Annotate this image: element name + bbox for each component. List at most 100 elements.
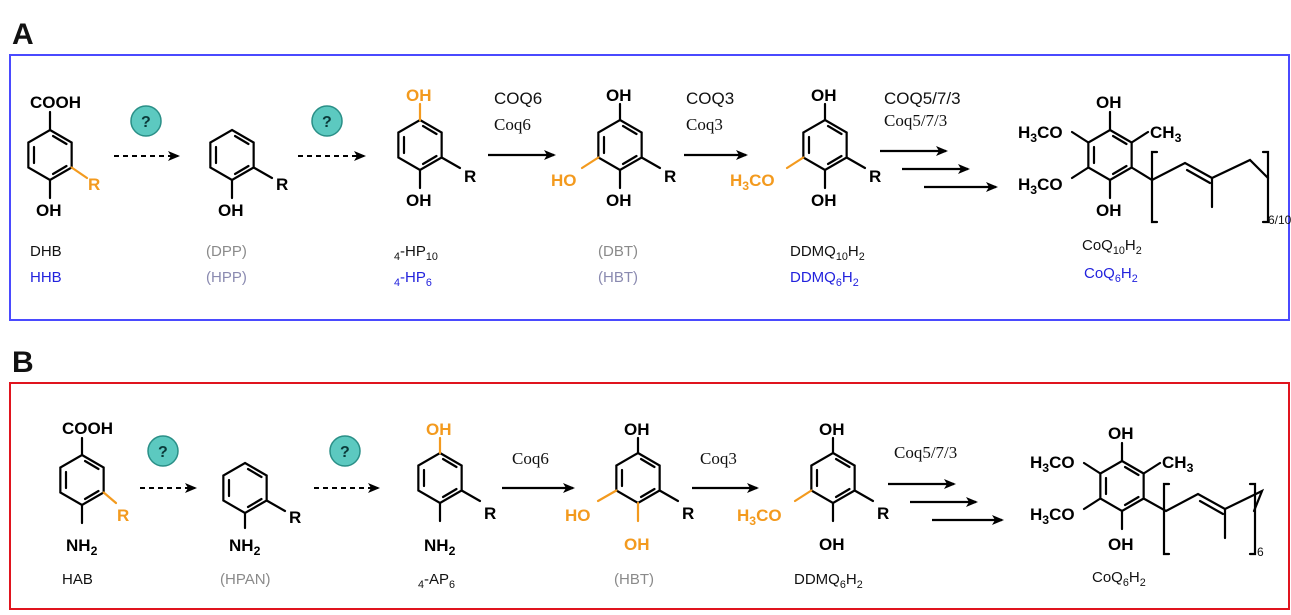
ho-group: HO (565, 506, 591, 525)
oh-group: OH (819, 535, 845, 554)
isoprene-count: 6 (1257, 545, 1264, 559)
ch3-group: CH3 (1150, 123, 1182, 145)
cooh-group: COOH (30, 93, 81, 112)
oh-group: OH (1096, 93, 1122, 112)
step-coq6: Coq6 (502, 449, 575, 493)
enzyme-label-yeast: Coq5/7/3 (884, 111, 947, 130)
r-group: R (276, 175, 288, 194)
oh-group: OH (1108, 424, 1134, 443)
oh-group: OH (218, 201, 244, 220)
h3co-group: H3CO (1030, 505, 1075, 527)
h3co-group: H3CO (737, 506, 782, 528)
compound-4hp: OH R OH 4-HP10 4-HP6 (394, 86, 476, 289)
unknown-step-2: ? (314, 435, 380, 493)
nh2-group: NH2 (66, 536, 98, 558)
label-hpp: (HPP) (206, 269, 247, 286)
oh-group: OH (624, 535, 650, 554)
nh2-group: NH2 (229, 536, 261, 558)
cooh-group: COOH (62, 419, 113, 438)
step-coq573: Coq5/7/3 (888, 443, 1004, 525)
question-icon (329, 435, 361, 467)
panel-a: A COOH R OH DHB HHB ? R OH (DPP) (9, 18, 1291, 321)
label-coq6h2: CoQ6H2 (1084, 265, 1138, 285)
enzyme-label-yeast: Coq3 (686, 115, 723, 134)
compound-hpan: R NH2 (HPAN) (220, 461, 301, 588)
isoprene-count: 6/10 (1268, 213, 1291, 227)
oh-group: OH (606, 191, 632, 210)
enzyme-label-yeast: Coq6 (494, 115, 531, 134)
label-ddmq6h2: DDMQ6H2 (790, 269, 859, 289)
question-mark: ? (340, 444, 350, 461)
oh-group: OH (406, 191, 432, 210)
oh-group: OH (36, 201, 62, 220)
question-mark: ? (141, 114, 151, 131)
enzyme-label: Coq6 (512, 449, 549, 468)
r-group: R (117, 506, 129, 525)
label-hab: HAB (62, 571, 93, 588)
unknown-step-1: ? (114, 105, 180, 161)
panel-b: B COOH R NH2 HAB ? R NH2 (HPAN) (9, 346, 1290, 610)
label-coq6h2: CoQ6H2 (1092, 569, 1146, 589)
label-dbt: (DBT) (598, 243, 638, 260)
oh-group: OH (426, 420, 452, 439)
h3co-group: H3CO (730, 171, 775, 193)
enzyme-label-human: COQ6 (494, 89, 542, 108)
question-icon (311, 105, 343, 137)
panel-b-border (9, 382, 1290, 610)
r-group: R (682, 504, 694, 523)
panel-a-letter: A (12, 18, 34, 51)
compound-hab: COOH R NH2 HAB (59, 419, 129, 588)
label-4hp10: 4-HP10 (394, 243, 438, 263)
oh-group: OH (624, 420, 650, 439)
enzyme-label-human: COQ3 (686, 89, 734, 108)
oh-group: OH (819, 420, 845, 439)
r-group: R (664, 167, 676, 186)
compound-ddmq: OH H3CO R OH DDMQ6H2 (737, 420, 889, 591)
compound-4ap: OH R NH2 4-AP6 (417, 420, 496, 591)
label-4hp6: 4-HP6 (394, 269, 432, 289)
enzyme-label: Coq3 (700, 449, 737, 468)
oh-group: OH (811, 86, 837, 105)
step-coq573: COQ5/7/3 Coq5/7/3 (880, 89, 998, 192)
enzyme-label-human: COQ5/7/3 (884, 89, 961, 108)
label-coq10h2: CoQ10H2 (1082, 237, 1142, 257)
label-4ap6: 4-AP6 (418, 571, 455, 591)
step-coq6: COQ6 Coq6 (488, 89, 556, 160)
oh-group: OH (406, 86, 432, 105)
oh-group: OH (1108, 535, 1134, 554)
unknown-step-2: ? (298, 105, 366, 161)
question-icon (147, 435, 179, 467)
step-coq3: Coq3 (692, 449, 759, 493)
question-mark: ? (322, 114, 332, 131)
compound-dbt: OH HO R OH (DBT) (HBT) (551, 86, 676, 286)
h3co-group: H3CO (1018, 175, 1063, 197)
oh-group: OH (1096, 201, 1122, 220)
oh-group: OH (811, 191, 837, 210)
compound-dpp: R OH (DPP) (HPP) (206, 128, 288, 286)
r-group: R (877, 504, 889, 523)
label-hbt: (HBT) (614, 571, 654, 588)
unknown-step-1: ? (140, 435, 197, 493)
r-group: R (289, 508, 301, 527)
r-group: R (464, 167, 476, 186)
label-dpp: (DPP) (206, 243, 247, 260)
ho-group: HO (551, 171, 577, 190)
ch3-group: CH3 (1162, 453, 1194, 475)
r-group: R (484, 504, 496, 523)
panel-b-letter: B (12, 346, 34, 379)
label-hbt: (HBT) (598, 269, 638, 286)
compound-coqh2: OH H3CO CH3 H3CO OH 6/10 CoQ10H2 CoQ6H2 (1018, 93, 1291, 285)
label-ddmq10h2: DDMQ10H2 (790, 243, 865, 263)
step-coq3: COQ3 Coq3 (684, 89, 748, 160)
nh2-group: NH2 (424, 536, 456, 558)
r-group: R (88, 175, 100, 194)
label-dhb: DHB (30, 243, 62, 260)
r-group: R (869, 167, 881, 186)
h3co-group: H3CO (1030, 453, 1075, 475)
label-hhb: HHB (30, 269, 62, 286)
panel-a-border (9, 54, 1290, 321)
compound-ddmq: OH H3CO R OH DDMQ10H2 DDMQ6H2 (730, 86, 881, 289)
h3co-group: H3CO (1018, 123, 1063, 145)
label-hpan: (HPAN) (220, 571, 271, 588)
